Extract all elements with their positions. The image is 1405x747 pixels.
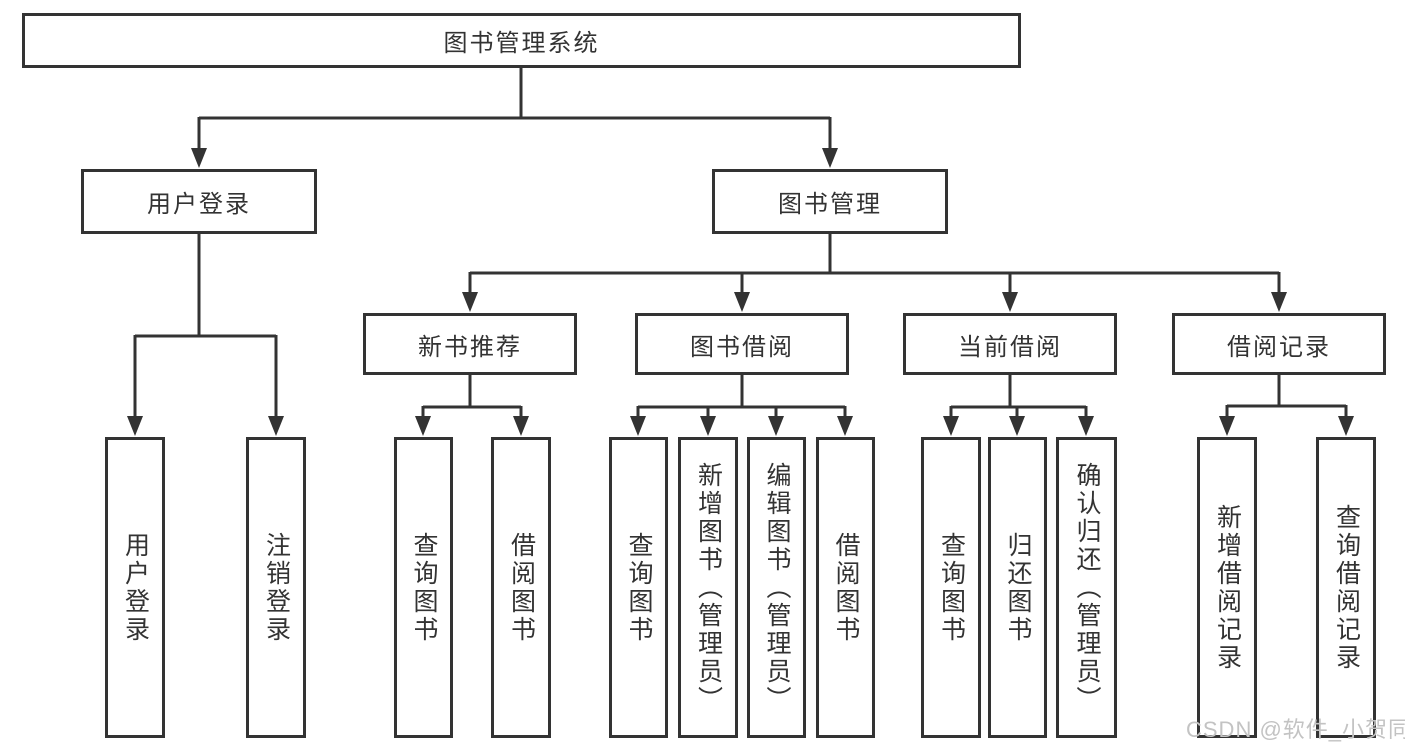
- node-new-book-recommendation: 新书推荐: [363, 313, 577, 375]
- leaf-logout-label: 注销登录: [262, 531, 291, 644]
- arrowheads: [127, 148, 1354, 436]
- node-borrowing-records: 借阅记录: [1172, 313, 1386, 375]
- leaf-confirm-return-admin: 确认归还（管理员）: [1056, 437, 1117, 738]
- leaf-return-books-label: 归还图书: [1004, 531, 1032, 644]
- leaf-logout: 注销登录: [246, 437, 306, 738]
- node-current-borrowing: 当前借阅: [903, 313, 1117, 375]
- leaf-borrow-books-recommend-label: 借阅图书: [507, 531, 536, 644]
- leaf-user-login-label: 用户登录: [121, 531, 150, 644]
- leaf-add-borrow-record-label: 新增借阅记录: [1213, 503, 1242, 672]
- node-user-login-label: 用户登录: [147, 191, 251, 218]
- leaf-query-books-recommend: 查询图书: [394, 437, 453, 738]
- leaf-query-books-borrowing: 查询图书: [609, 437, 668, 738]
- leaf-borrow-books-recommend: 借阅图书: [491, 437, 551, 738]
- leaf-borrow-books-label: 借阅图书: [832, 531, 860, 644]
- node-current-borrowing-label: 当前借阅: [958, 333, 1062, 361]
- leaf-edit-books-admin-label: 编辑图书（管理员）: [763, 461, 791, 714]
- node-new-book-recommendation-label: 新书推荐: [418, 333, 522, 361]
- leaf-return-books: 归还图书: [988, 437, 1047, 738]
- leaf-query-books-borrowing-label: 查询图书: [625, 531, 653, 644]
- leaf-edit-books-admin: 编辑图书（管理员）: [747, 437, 806, 738]
- leaf-query-borrow-record: 查询借阅记录: [1316, 437, 1376, 738]
- node-borrowing-records-label: 借阅记录: [1227, 333, 1331, 361]
- leaf-query-books-current-label: 查询图书: [937, 531, 966, 644]
- leaf-query-borrow-record-label: 查询借阅记录: [1332, 503, 1361, 672]
- node-user-login: 用户登录: [81, 169, 317, 234]
- leaf-add-borrow-record: 新增借阅记录: [1197, 437, 1257, 738]
- node-book-borrowing: 图书借阅: [635, 313, 849, 375]
- leaf-user-login: 用户登录: [105, 437, 165, 738]
- leaf-query-books-current: 查询图书: [921, 437, 981, 738]
- node-library-management-system-label: 图书管理系统: [443, 30, 600, 57]
- node-book-borrowing-label: 图书借阅: [690, 333, 794, 361]
- node-book-management: 图书管理: [712, 169, 948, 234]
- node-book-management-label: 图书管理: [778, 191, 882, 218]
- csdn-watermark: CSDN @软件_小贺同学: [1186, 717, 1405, 742]
- leaf-add-books-admin-label: 新增图书（管理员）: [694, 461, 723, 714]
- leaf-query-books-recommend-label: 查询图书: [410, 531, 438, 644]
- leaf-add-books-admin: 新增图书（管理员）: [678, 437, 738, 738]
- node-library-management-system: 图书管理系统: [22, 13, 1021, 68]
- leaf-borrow-books: 借阅图书: [816, 437, 875, 738]
- leaf-confirm-return-admin-label: 确认归还（管理员）: [1073, 461, 1101, 714]
